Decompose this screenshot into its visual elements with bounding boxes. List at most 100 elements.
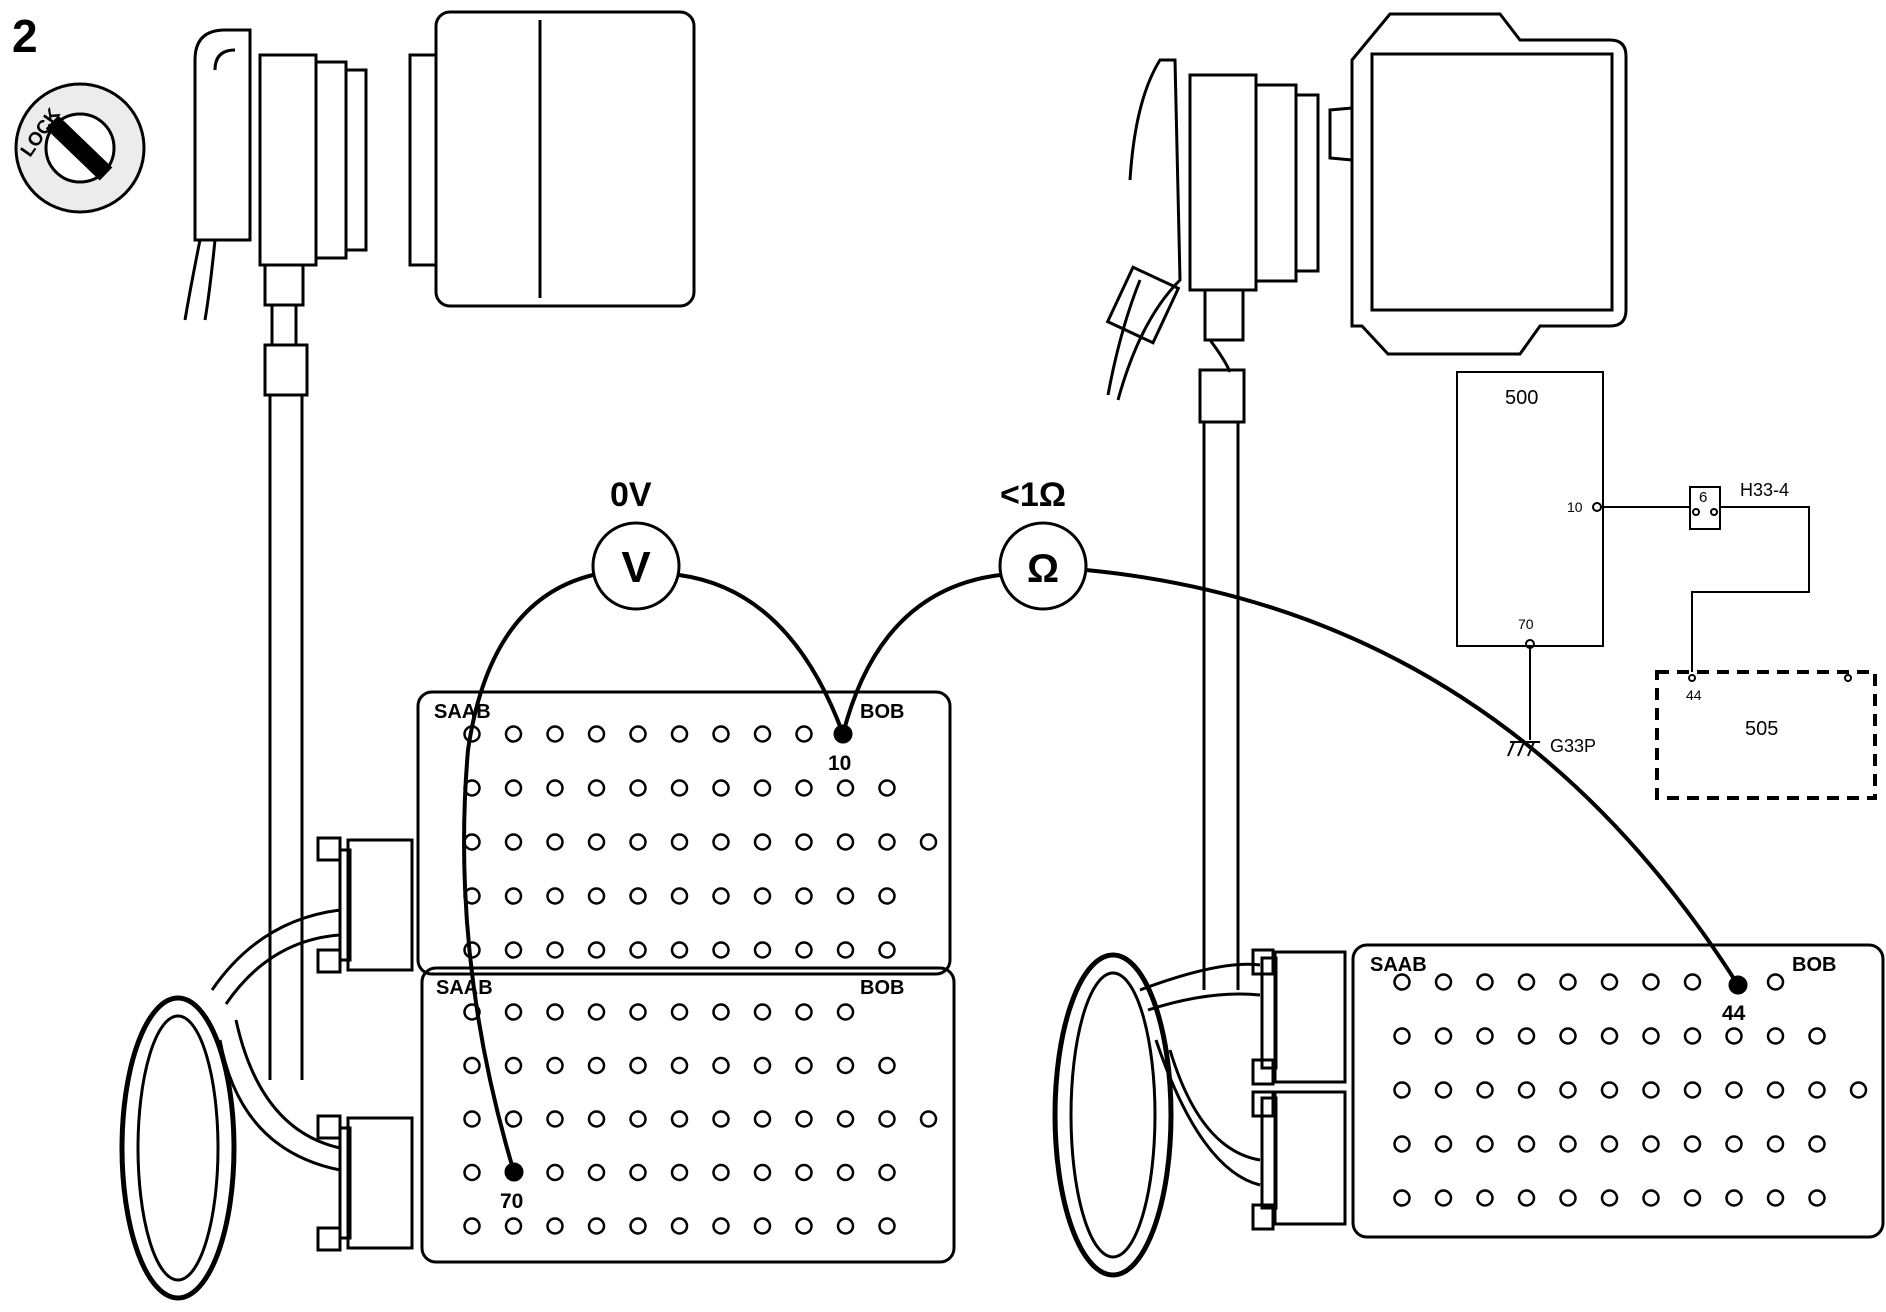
bob-pin-hole — [546, 1003, 564, 1021]
bob-pin-hole — [546, 725, 564, 743]
bob-pin-hole — [1600, 1135, 1619, 1153]
right-adapter-connectors — [1052, 948, 1347, 1278]
right-ecu-plug — [1105, 58, 1320, 401]
bob-pin-hole — [587, 833, 606, 851]
module-pin-label: 44 — [1686, 687, 1702, 703]
bob-pin-hole — [670, 779, 689, 797]
bob-pin-hole — [1600, 1081, 1619, 1099]
voltmeter-reading: 0V — [610, 476, 652, 514]
bob-pin-hole — [1393, 1081, 1411, 1099]
bob-pin-hole — [546, 887, 564, 905]
bob-left-bottom: SAAB BOB 70 — [420, 966, 956, 1264]
bob-left-top-pin: 10 — [828, 752, 851, 775]
bob-pin-hole — [753, 1056, 772, 1075]
bob-left-top-brand: SAAB — [434, 701, 491, 723]
connector-number: 6 — [1699, 489, 1707, 506]
bob-pin-hole — [504, 725, 523, 743]
bob-pin-hole — [1559, 1027, 1577, 1045]
bob-pin-hole — [1559, 1081, 1577, 1099]
bob-right-holes — [1393, 973, 1868, 1207]
ecu-500-box — [1456, 371, 1604, 647]
bob-pin-hole — [504, 1003, 523, 1021]
bob-pin-hole — [795, 833, 813, 851]
right-control-unit — [1328, 12, 1628, 356]
wiring-schematic: 500 10 70 6 H33-4 G33P 44 50 — [1456, 371, 1877, 800]
bob-pin-hole — [504, 1056, 523, 1075]
bob-pin-hole — [629, 1217, 647, 1235]
bob-pin-hole — [1642, 1027, 1660, 1045]
bob-pin-hole — [587, 725, 606, 743]
bob-pin-hole — [753, 1163, 772, 1182]
bob-pin-hole — [1642, 973, 1660, 991]
bob-pin-hole — [795, 1110, 813, 1128]
left-ecu-plug — [183, 28, 368, 345]
bob-right: SAAB BOB 44 — [1351, 943, 1885, 1239]
bob-pin-hole — [1766, 1027, 1785, 1045]
bob-pin-hole — [463, 1217, 481, 1235]
bob-pin-hole — [712, 1163, 730, 1182]
module-505-label: 505 — [1745, 718, 1778, 740]
bob-left-top: SAAB BOB 10 — [416, 690, 952, 976]
bob-pin-hole — [1559, 973, 1577, 991]
bob-pin-hole — [629, 1056, 647, 1075]
ecu-pin-70-label: 70 — [1518, 616, 1534, 632]
bob-pin-hole — [1766, 1189, 1785, 1207]
ground-icon — [1507, 741, 1540, 757]
bob-pin-hole — [546, 1163, 564, 1182]
bob-pin-hole — [629, 779, 647, 797]
bob-left-top-holes — [463, 725, 938, 959]
bob-pin-hole — [753, 725, 772, 743]
bob-pin-hole — [670, 1163, 689, 1182]
bob-pin-hole — [504, 1110, 523, 1128]
bob-pin-hole — [795, 1056, 813, 1075]
bob-pin-hole — [670, 1217, 689, 1235]
bob-pin-hole — [795, 725, 813, 743]
bob-pin-hole — [1766, 973, 1785, 991]
bob-pin-hole — [836, 1003, 855, 1021]
bob-pin-hole — [1642, 1189, 1660, 1207]
bob-pin-hole — [587, 1056, 606, 1075]
bob-pin-hole — [1642, 1135, 1660, 1153]
bob-pin-hole — [1725, 1027, 1743, 1045]
bob-left-bottom-model: BOB — [860, 977, 904, 999]
step-number: 2 — [12, 10, 38, 62]
bob-pin-hole — [795, 779, 813, 797]
bob-pin-hole — [1559, 1135, 1577, 1153]
bob-pin-hole — [712, 887, 730, 905]
bob-pin-hole — [629, 1163, 647, 1182]
module-505-box — [1655, 670, 1877, 800]
bob-pin-hole — [753, 1217, 772, 1235]
bob-pin-hole — [878, 779, 896, 797]
bob-pin-hole — [712, 1056, 730, 1075]
bob-pin-hole — [1683, 1081, 1702, 1099]
bob-pin-hole — [836, 1163, 855, 1182]
bob-left-top-model: BOB — [860, 701, 904, 723]
bob-pin-hole — [753, 941, 772, 959]
bob-pin-hole — [712, 941, 730, 959]
bob-pin-hole — [712, 779, 730, 797]
left-control-unit — [408, 10, 696, 308]
bob-pin-hole — [753, 833, 772, 851]
bob-pin-hole — [919, 1110, 938, 1128]
ohmmeter-symbol: Ω — [1027, 547, 1059, 591]
bob-pin-hole — [1517, 1027, 1536, 1045]
bob-pin-hole — [1393, 973, 1411, 991]
bob-pin-hole — [1808, 1189, 1826, 1207]
bob-pin-hole — [463, 941, 481, 959]
bob-pin-hole — [629, 1110, 647, 1128]
bob-pin-hole — [836, 1056, 855, 1075]
bob-pin-hole — [712, 725, 730, 743]
bob-pin-hole — [753, 1003, 772, 1021]
bob-pin-hole — [753, 1110, 772, 1128]
ohmmeter: <1Ω Ω — [841, 476, 1740, 987]
bob-pin-hole — [753, 779, 772, 797]
bob-pin-hole — [1600, 973, 1619, 991]
bob-pin-hole — [504, 1217, 523, 1235]
bob-pin-hole — [836, 941, 855, 959]
bob-pin-hole — [670, 1110, 689, 1128]
bob-pin-hole — [587, 887, 606, 905]
bob-pin-hole — [836, 1217, 855, 1235]
bob-pin-hole — [795, 1163, 813, 1182]
bob-pin-hole — [1476, 1135, 1494, 1153]
